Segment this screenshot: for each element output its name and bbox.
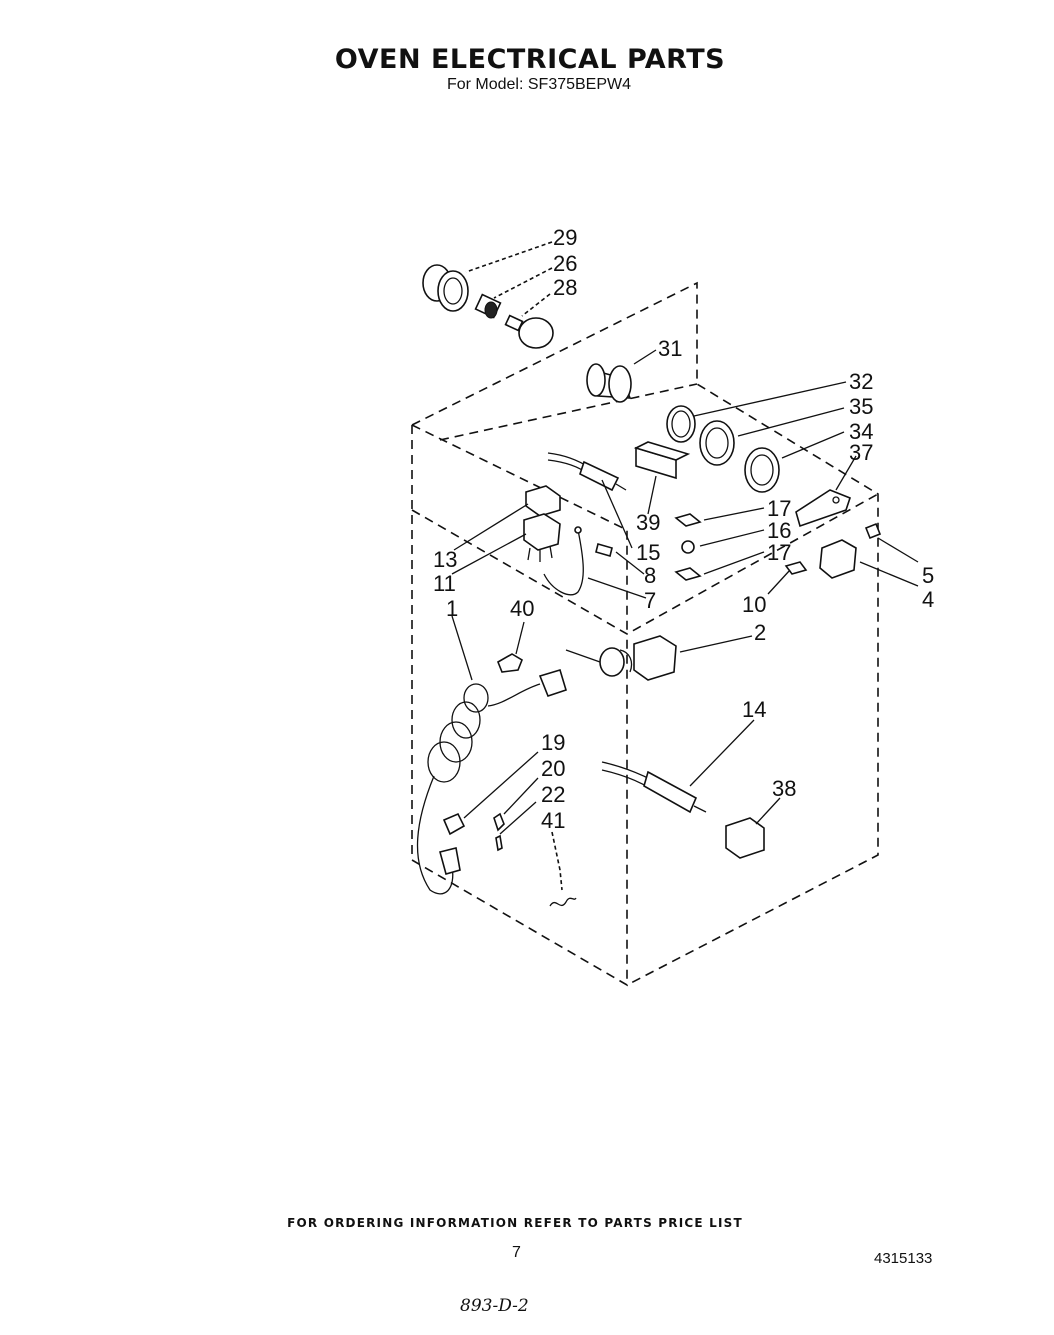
callout-17b: 17 bbox=[767, 540, 791, 565]
callout-7: 7 bbox=[644, 588, 656, 613]
light-housing-part bbox=[422, 264, 469, 312]
callout-2: 2 bbox=[754, 620, 766, 645]
model-subtitle: For Model: SF375BEPW4 bbox=[446, 76, 632, 93]
callout-22: 22 bbox=[541, 782, 565, 807]
callout-11: 11 bbox=[433, 571, 456, 596]
wire-lead-part bbox=[543, 526, 613, 596]
callout-20: 20 bbox=[541, 756, 565, 781]
sensor-probe-part bbox=[547, 452, 627, 492]
trim-rings bbox=[666, 405, 780, 493]
callout-39: 39 bbox=[636, 510, 660, 535]
page-number: 7 bbox=[512, 1244, 521, 1261]
callout-32: 32 bbox=[849, 369, 873, 394]
callout-17a: 17 bbox=[767, 496, 791, 521]
switch-parts-right bbox=[784, 522, 882, 579]
callout-35: 35 bbox=[849, 394, 873, 419]
callout-26: 26 bbox=[553, 251, 577, 276]
thermostat-part bbox=[565, 635, 677, 681]
callout-19: 19 bbox=[541, 730, 565, 755]
lamp-socket-part bbox=[474, 293, 502, 319]
power-cord-part bbox=[416, 669, 567, 895]
relay-assembly-part bbox=[523, 485, 561, 562]
ordering-info-note: FOR ORDERING INFORMATION REFER TO PARTS … bbox=[287, 1216, 743, 1230]
leader-lines bbox=[451, 241, 919, 891]
document-number: 4315133 bbox=[874, 1250, 933, 1267]
terminal-parts bbox=[442, 812, 577, 907]
callout-5: 5 bbox=[922, 563, 934, 588]
handwritten-note: 893-D-2 bbox=[460, 1296, 529, 1316]
callout-29: 29 bbox=[553, 225, 577, 250]
callout-28: 28 bbox=[553, 275, 577, 300]
callout-37: 37 bbox=[849, 440, 873, 465]
oven-sensor-part bbox=[601, 761, 707, 814]
callout-34: 34 bbox=[849, 419, 873, 444]
knob-cylinder-part bbox=[586, 363, 632, 403]
callout-40: 40 bbox=[510, 596, 534, 621]
light-bulb-part bbox=[504, 314, 554, 349]
callout-38: 38 bbox=[772, 776, 796, 801]
callout-labels: 29 26 28 31 32 35 34 37 39 17 16 17 15 8… bbox=[433, 225, 934, 833]
callout-31: 31 bbox=[658, 336, 682, 361]
callout-14: 14 bbox=[742, 697, 766, 722]
mounting-bracket-part bbox=[795, 489, 851, 528]
callout-4: 4 bbox=[922, 587, 934, 612]
page-title: OVEN ELECTRICAL PARTS bbox=[334, 44, 726, 75]
terminal-block-part bbox=[725, 817, 765, 859]
switch-block-part bbox=[633, 441, 691, 480]
callout-13: 13 bbox=[433, 547, 457, 572]
cabinet-outline bbox=[411, 281, 879, 987]
callout-15: 15 bbox=[636, 540, 660, 565]
callout-41: 41 bbox=[541, 808, 565, 833]
callout-10: 10 bbox=[742, 592, 766, 617]
callout-1: 1 bbox=[446, 596, 458, 621]
callout-16: 16 bbox=[767, 518, 791, 543]
callout-8: 8 bbox=[644, 563, 656, 588]
small-contact-parts bbox=[674, 513, 702, 581]
cord-clamp-part bbox=[496, 653, 523, 673]
